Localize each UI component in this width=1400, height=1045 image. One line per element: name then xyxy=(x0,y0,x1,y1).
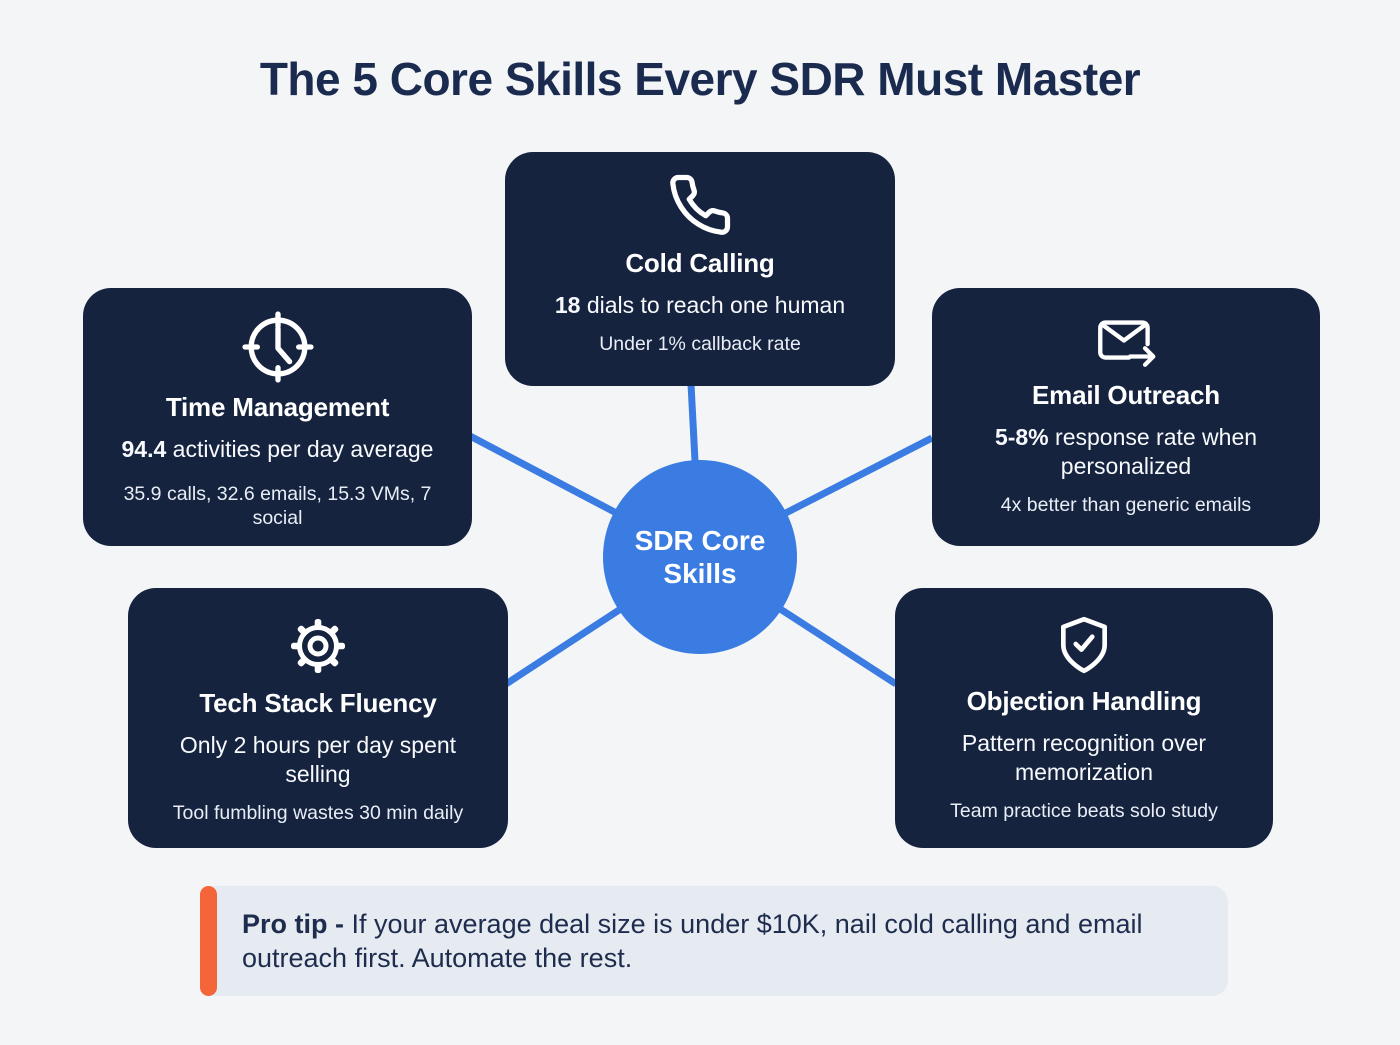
card-title: Time Management xyxy=(165,392,390,422)
card-title: Objection Handling xyxy=(966,686,1202,716)
stat-text: Only 2 hours per day spent selling xyxy=(179,732,457,787)
card-subtext: Team practice beats solo study xyxy=(950,800,1218,822)
card-subtext: Tool fumbling wastes 30 min daily xyxy=(172,802,464,824)
gear-icon xyxy=(286,614,350,678)
card-subtext: 4x better than generic emails xyxy=(1000,494,1252,516)
stat-number: 18 xyxy=(554,292,581,318)
clock-icon xyxy=(239,308,317,386)
card-stat: 18 dials to reach one human xyxy=(555,291,845,320)
center-hub-label: SDR Core Skills xyxy=(634,525,766,589)
card-title: Tech Stack Fluency xyxy=(199,688,437,718)
protip-body: If your average deal size is under $10K,… xyxy=(242,909,1143,973)
card-subtext: Under 1% callback rate xyxy=(599,333,801,355)
stat-text: dials to reach one human xyxy=(580,292,846,318)
stat-number: 5-8% xyxy=(994,424,1049,450)
card-stat: 5-8% response rate when personalized xyxy=(956,423,1296,481)
stat-text: Pattern recognition over memorization xyxy=(961,730,1207,785)
card-tech-stack-fluency: Tech Stack Fluency Only 2 hours per day … xyxy=(128,588,508,848)
protip-label: Pro tip - xyxy=(242,909,344,939)
protip-accent-bar xyxy=(200,886,217,996)
center-hub: SDR Core Skills xyxy=(603,460,797,654)
card-objection-handling: Objection Handling Pattern recognition o… xyxy=(895,588,1273,848)
phone-icon xyxy=(667,172,733,238)
card-stat: 94.4 activities per day average xyxy=(122,435,434,464)
card-stat: Only 2 hours per day spent selling xyxy=(152,731,484,789)
stat-number: 94.4 xyxy=(121,436,167,462)
page-title: The 5 Core Skills Every SDR Must Master xyxy=(259,53,1141,105)
stat-text: activities per day average xyxy=(166,436,434,462)
stat-text: response rate when personalized xyxy=(1048,424,1258,479)
protip-text: Pro tip - If your average deal size is u… xyxy=(200,907,1228,975)
shield-check-icon xyxy=(1053,614,1115,676)
send-email-icon xyxy=(1091,308,1161,370)
card-stat: Pattern recognition over memorization xyxy=(919,729,1249,787)
protip-bar: Pro tip - If your average deal size is u… xyxy=(200,886,1228,996)
card-title: Cold Calling xyxy=(625,248,775,278)
card-cold-calling: Cold Calling 18 dials to reach one human… xyxy=(505,152,895,386)
card-time-management: Time Management 94.4 activities per day … xyxy=(83,288,472,546)
card-email-outreach: Email Outreach 5-8% response rate when p… xyxy=(932,288,1320,546)
card-title: Email Outreach xyxy=(1032,380,1220,410)
card-subtext: 35.9 calls, 32.6 emails, 15.3 VMs, 7 soc… xyxy=(123,483,432,529)
